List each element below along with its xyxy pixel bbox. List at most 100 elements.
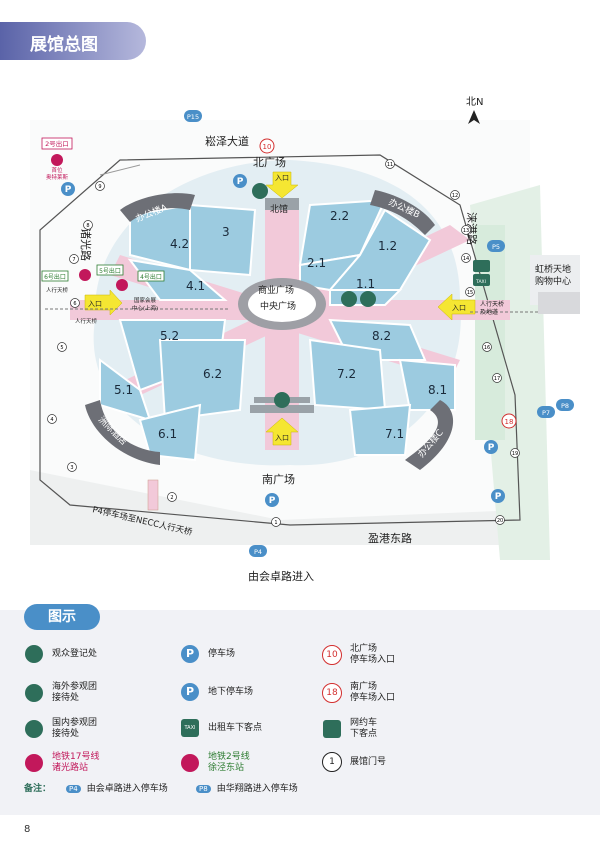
intercontinental-hotel	[85, 400, 160, 465]
svg-text:P7: P7	[542, 409, 550, 417]
gate-marker	[385, 159, 395, 169]
east-bridge-label: 人行天桥	[480, 300, 504, 308]
parking-p7-icon	[537, 406, 555, 418]
hall-label-6-2: 6.2	[203, 367, 222, 381]
metro-2-icon	[116, 279, 128, 291]
svg-text:2号出口: 2号出口	[45, 139, 69, 148]
gate-number: 12	[452, 193, 458, 199]
p4-bridge	[147, 479, 159, 511]
gate-marker	[70, 298, 80, 308]
visitor-registration-icon	[252, 183, 268, 199]
hall-3	[189, 203, 257, 277]
page-header: 展馆总图	[0, 22, 146, 60]
gate-marker	[465, 287, 475, 297]
gate-marker	[482, 342, 492, 352]
office-a	[120, 193, 195, 222]
gate-marker	[47, 414, 57, 424]
taxi-tag: TAXI	[475, 279, 486, 285]
ride-hailing-icon	[473, 260, 490, 272]
gate-10-marker	[259, 138, 275, 154]
legend-panel	[0, 610, 600, 815]
gate-number: 13	[463, 228, 469, 234]
shouwei-label: 首位	[51, 166, 63, 174]
south-entry-label: 入口	[275, 434, 289, 442]
svg-text:P: P	[237, 177, 244, 187]
legend-item: 观众登记处	[24, 644, 97, 664]
office-b	[370, 190, 435, 235]
gate-number-icon: 1	[322, 752, 342, 772]
gate-number: 4	[50, 417, 53, 423]
hall-label-5-2: 5.2	[160, 329, 179, 343]
legend-item: 地铁2号线 徐泾东站	[180, 752, 250, 774]
metro-2-icon	[180, 753, 200, 773]
taxi-icon: TAXI	[180, 718, 200, 738]
overseas-reception-icon	[360, 291, 376, 307]
gate-marker	[167, 492, 177, 502]
svg-text:P4: P4	[254, 548, 262, 556]
gate-number: 8	[86, 223, 89, 229]
commercial-plaza-label: 商业广场	[258, 284, 294, 296]
east-entry-arrow	[437, 293, 476, 321]
ring-road	[39, 154, 521, 526]
hall-6-2	[158, 339, 247, 422]
note-label: 备注：	[24, 784, 52, 794]
road-zhuguang: 诸光路	[79, 228, 93, 261]
gate-marker	[495, 515, 505, 525]
visitor-registration-icon	[24, 644, 44, 664]
hall-label-2-2: 2.2	[330, 209, 349, 223]
gate-marker	[95, 181, 105, 191]
domestic-reception-icon	[341, 291, 357, 307]
road-yinggang: 盈港东路	[368, 532, 412, 545]
hongqiao-building	[538, 292, 580, 314]
gate-marker	[510, 448, 520, 458]
metro-2-icon	[79, 269, 91, 281]
gate-number: 14	[463, 256, 469, 262]
metro-17-icon	[24, 753, 44, 773]
gate-number: 5	[60, 345, 63, 351]
svg-text:P: P	[269, 496, 276, 506]
hall-label-4-1: 4.1	[186, 279, 205, 293]
gate-marker	[67, 462, 77, 472]
road-songze: 崧泽大道	[205, 134, 249, 148]
legend-item: 海外参观团 接待处	[24, 682, 97, 704]
svg-text:P: P	[488, 443, 495, 453]
south-ground	[30, 470, 520, 545]
hall-label-1-2: 1.2	[378, 239, 397, 253]
parking-icon: P	[180, 644, 200, 664]
hall-label-2-1: 2.1	[307, 256, 326, 270]
svg-text:人行天桥: 人行天桥	[46, 286, 69, 294]
venue-map: 北N 崧泽大道 盈港东路 由会卓路进入 北广场 南广场 诸光路 涞港路 P4停车…	[30, 96, 580, 583]
hall-label-6-1: 6.1	[158, 427, 177, 441]
gate-marker	[461, 225, 471, 235]
svg-text:奥特莱斯: 奥特莱斯	[46, 173, 69, 181]
metro-exit2-box	[41, 137, 73, 150]
svg-text:人行天桥: 人行天桥	[75, 317, 98, 325]
parking-icon	[491, 489, 505, 503]
legend-item-label: 海外参观团 接待处	[52, 682, 98, 703]
svg-text:6号出口: 6号出口	[44, 273, 66, 281]
taxi-icon	[473, 274, 490, 286]
legend-item-label: 出租车下客点	[208, 722, 263, 733]
north-arrow-icon	[468, 110, 480, 124]
page-number: 8	[24, 824, 31, 835]
gate-marker	[57, 342, 67, 352]
parking-icon	[265, 493, 279, 507]
legend-item-label: 网约车 下客点	[350, 718, 378, 739]
svg-text:4号出口: 4号出口	[140, 273, 162, 281]
parking-icon	[484, 440, 498, 454]
gate-number: 19	[512, 451, 518, 457]
underground-parking-icon: P	[180, 682, 200, 702]
legend-item: 网约车 下客点	[322, 718, 377, 740]
legend-item-label: 南广场 停车场入口	[350, 682, 396, 703]
hall-label-8-2: 8.2	[372, 329, 391, 343]
gate-marker	[271, 517, 281, 527]
hall-label-8-1: 8.1	[428, 383, 447, 397]
west-entry-label: 入口	[88, 300, 102, 308]
gate-number: 11	[387, 162, 393, 168]
ride-hailing-icon	[322, 719, 342, 739]
office-c	[405, 400, 454, 470]
